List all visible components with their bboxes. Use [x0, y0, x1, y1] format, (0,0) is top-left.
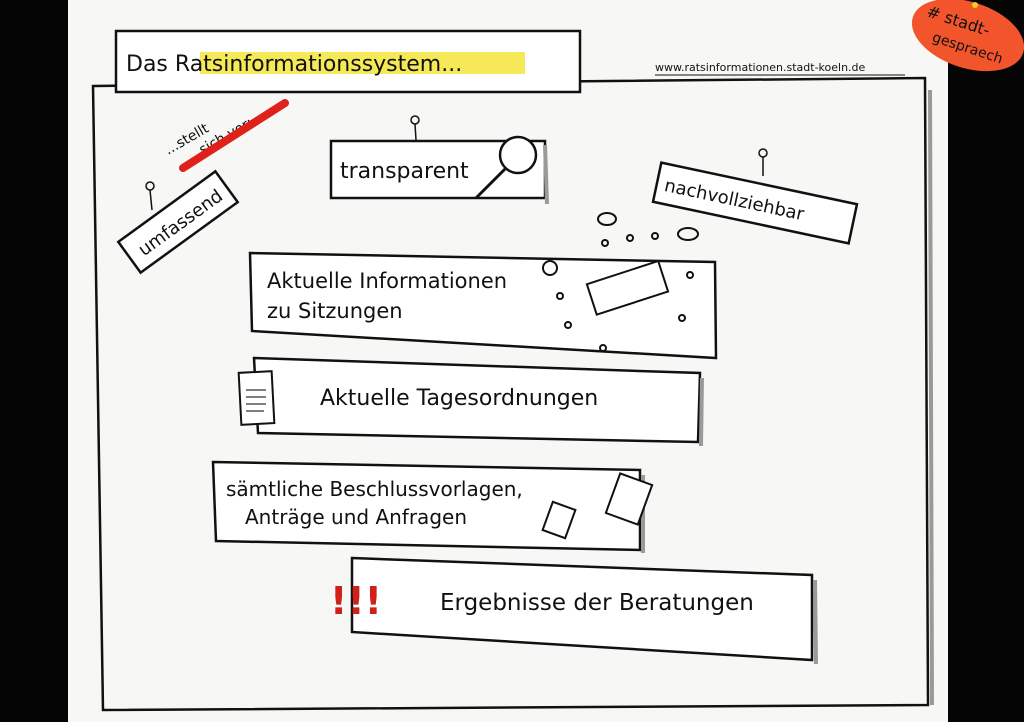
page-title: Das Ratsinformationssystem... — [126, 52, 462, 77]
url-text: www.ratsinformationen.stadt-koeln.de — [655, 61, 866, 74]
item-aktuelle-informationen: Aktuelle Informationen zu Sitzungen — [248, 212, 718, 360]
svg-text:sämtliche Beschlussvorlagen,: sämtliche Beschlussvorlagen, — [226, 477, 523, 501]
exclamation-icon: !!! — [330, 579, 382, 623]
pin-icon — [758, 148, 768, 176]
svg-text:Ergebnisse der Beratungen: Ergebnisse der Beratungen — [440, 590, 754, 616]
main-frame — [91, 76, 930, 712]
svg-text:Anträge und Anfragen: Anträge und Anfragen — [245, 505, 467, 529]
svg-text:Aktuelle Informationen: Aktuelle Informationen — [267, 269, 507, 293]
attribute-transparent: transparent — [329, 115, 549, 205]
svg-text:Aktuelle Tagesordnungen: Aktuelle Tagesordnungen — [320, 386, 598, 411]
title-highlight — [200, 52, 525, 74]
agenda-document-icon — [237, 370, 276, 426]
pin-icon — [410, 115, 420, 141]
meeting-table-icon — [542, 212, 699, 352]
red-accent-stroke — [179, 99, 289, 172]
pin-icon — [972, 2, 978, 8]
title-box: Das Ratsinformationssystem... — [114, 29, 582, 94]
magnifier-icon — [474, 135, 538, 200]
item-ergebnisse: Ergebnisse der Beratungen !!! — [330, 556, 818, 665]
document-stack-icon — [541, 472, 654, 540]
item-beschlussvorlagen: sämtliche Beschlussvorlagen, Anträge und… — [211, 460, 654, 553]
lightbulb-icon — [542, 260, 558, 276]
frame-shadow — [928, 89, 934, 706]
pin-icon — [145, 181, 155, 211]
svg-text:transparent: transparent — [340, 159, 469, 184]
stadtgespraech-sticker: # stadt- gespraech — [911, 0, 1024, 72]
svg-text:zu Sitzungen: zu Sitzungen — [267, 299, 403, 323]
item-aktuelle-tagesordnungen: Aktuelle Tagesordnungen — [237, 356, 704, 447]
